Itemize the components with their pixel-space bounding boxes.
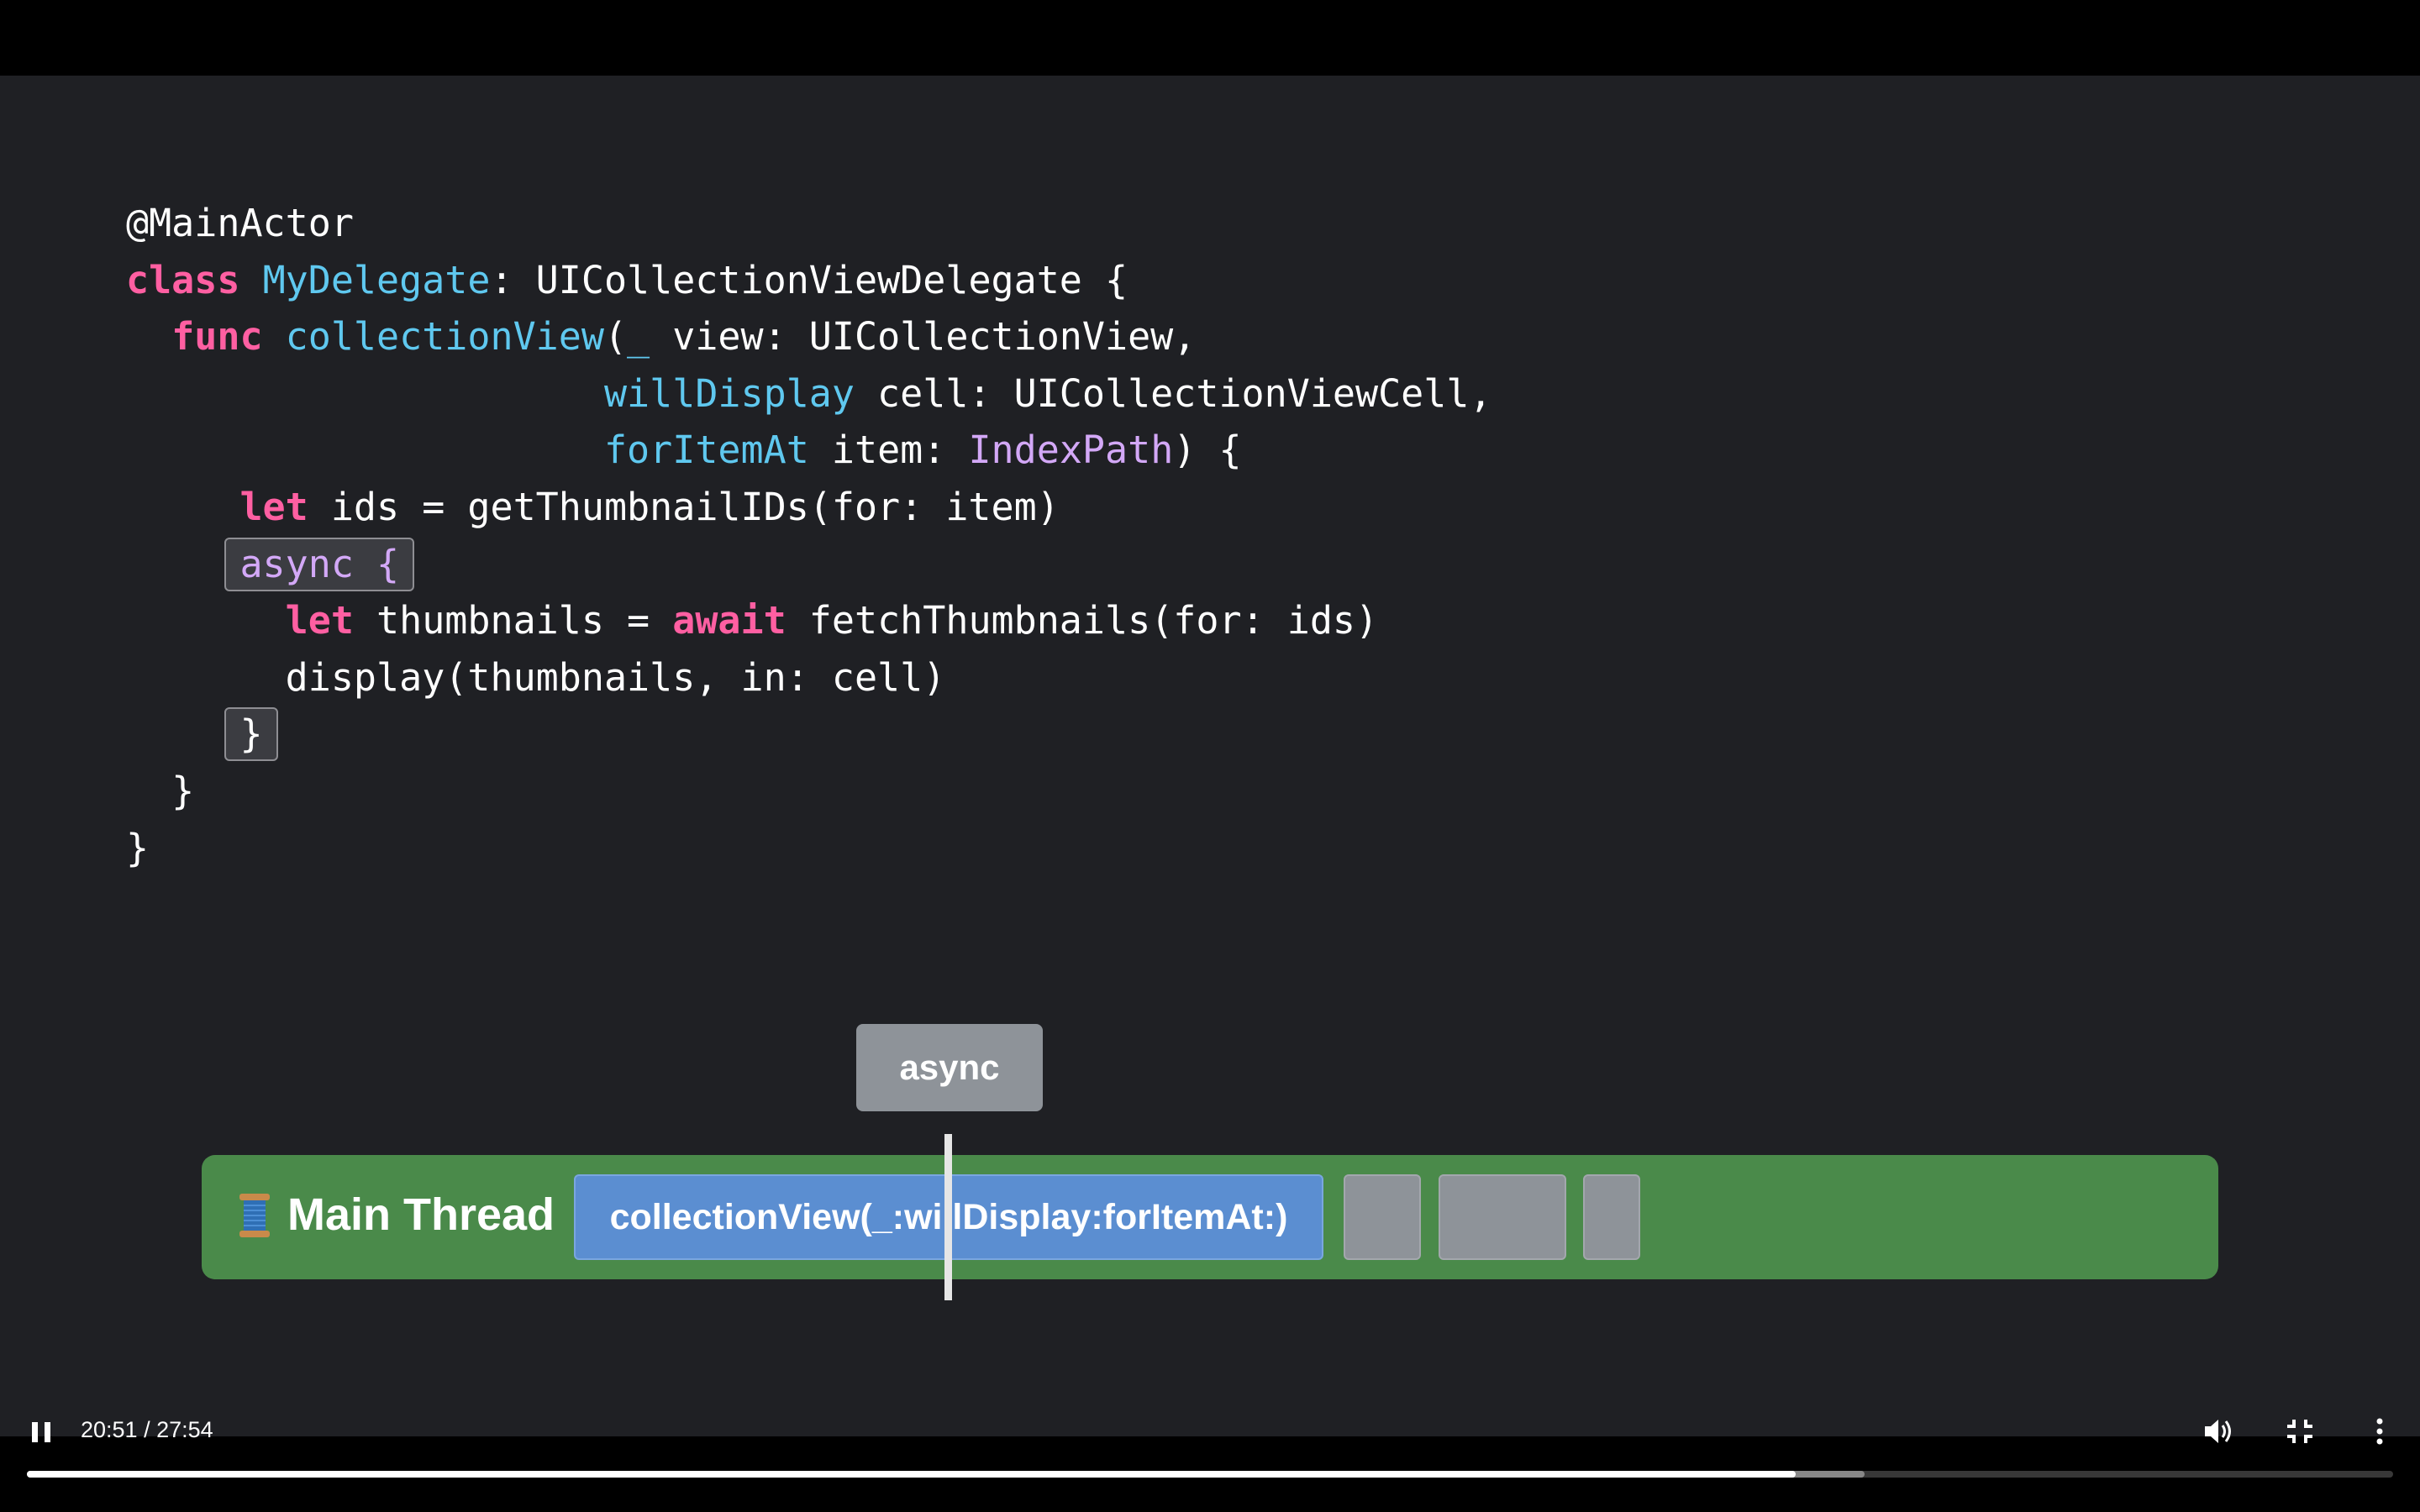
code-token: [239, 258, 262, 302]
code-token: collectionView: [285, 314, 604, 360]
code-line: }: [126, 820, 1492, 877]
code-line: }: [126, 706, 1492, 763]
code-line: }: [126, 763, 1492, 820]
code-token: : UICollectionViewDelegate {: [490, 257, 1128, 302]
code-block: @MainActor class MyDelegate: UICollection…: [126, 195, 1492, 876]
code-line: display(thumbnails, in: cell): [126, 649, 1492, 706]
code-token: [126, 598, 286, 643]
work-block: [1344, 1174, 1421, 1260]
code-token: [126, 711, 239, 756]
code-token: (: [603, 314, 628, 360]
code-token: forItemAt: [603, 428, 809, 473]
progress-played: [27, 1471, 1797, 1478]
code-token: item:: [808, 428, 969, 473]
spool-of-thread-icon: [239, 1194, 270, 1237]
code-token: [126, 428, 604, 472]
thread-label: Main Thread: [287, 1189, 555, 1240]
code-token: IndexPath: [968, 428, 1174, 473]
exit-fullscreen-icon[interactable]: [2286, 1418, 2314, 1445]
code-token: willDisplay: [603, 370, 855, 416]
code-line: let ids = getThumbnailIDs(for: item): [126, 479, 1492, 536]
code-token: let: [285, 598, 354, 643]
code-token: MyDelegate: [262, 257, 491, 302]
work-block: [1583, 1174, 1640, 1260]
async-label: async: [856, 1024, 1043, 1111]
code-token: view: UICollectionView,: [650, 314, 1197, 360]
highlighted-code-token: async {: [224, 537, 415, 591]
code-token: func: [171, 314, 263, 360]
time-display: 20:51 / 27:54: [81, 1417, 213, 1442]
code-token: await: [672, 598, 786, 643]
code-token: [126, 542, 239, 586]
code-token: fetchThumbnails(for: ids): [786, 598, 1379, 643]
code-line: @MainActor: [126, 195, 1492, 252]
code-token: [126, 371, 604, 416]
async-split-marker: [944, 1134, 952, 1300]
code-token: [126, 314, 171, 359]
progress-bar[interactable]: [27, 1471, 2393, 1478]
player-controls: [0, 1394, 2420, 1512]
code-token: class: [126, 257, 240, 302]
code-token: display(thumbnails, in: cell): [126, 654, 946, 700]
volume-icon[interactable]: [2202, 1416, 2235, 1446]
code-token: cell: UICollectionViewCell,: [854, 370, 1492, 416]
code-line: async {: [126, 536, 1492, 593]
highlighted-code-token: }: [224, 707, 278, 762]
code-token: _: [627, 314, 650, 360]
code-token: }: [126, 768, 195, 813]
pause-icon[interactable]: [29, 1418, 54, 1446]
code-line: willDisplay cell: UICollectionViewCell,: [126, 365, 1492, 423]
code-token: }: [126, 825, 150, 870]
more-vertical-icon[interactable]: [2370, 1416, 2390, 1446]
code-token: [263, 314, 286, 359]
code-line: let thumbnails = await fetchThumbnails(f…: [126, 592, 1492, 649]
code-token: let: [239, 484, 308, 529]
code-token: @MainActor: [126, 201, 354, 245]
code-token: thumbnails =: [353, 598, 673, 643]
work-block: [1439, 1174, 1566, 1260]
code-token: [126, 485, 239, 529]
code-line: class MyDelegate: UICollectionViewDelega…: [126, 252, 1492, 309]
code-token: ) {: [1173, 428, 1242, 473]
code-line: func collectionView(_ view: UICollection…: [126, 308, 1492, 365]
code-line: forItemAt item: IndexPath) {: [126, 422, 1492, 479]
code-token: ids = getThumbnailIDs(for: item): [308, 484, 1060, 529]
